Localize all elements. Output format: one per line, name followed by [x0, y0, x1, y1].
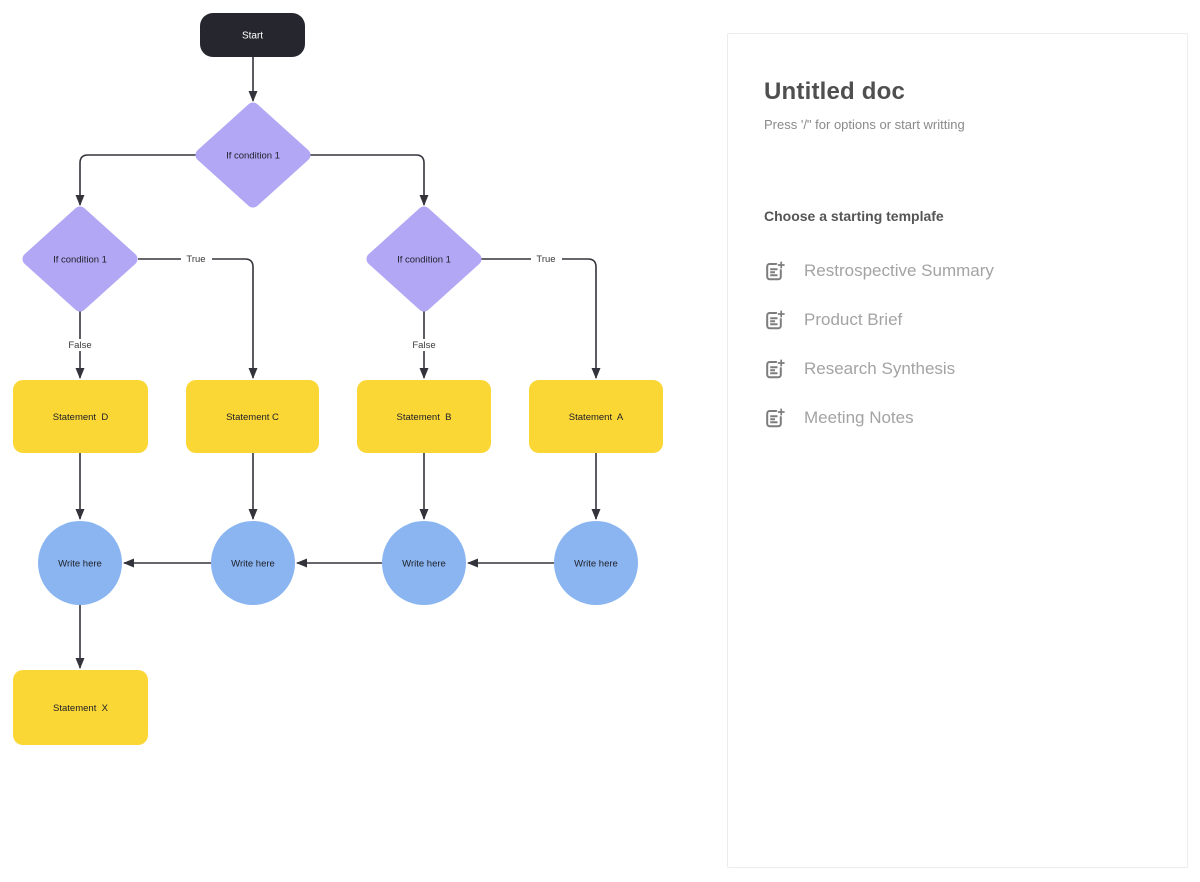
template-label: Restrospective Summary	[804, 261, 994, 280]
edge-label-false-left: False	[68, 340, 91, 351]
template-item-restrospective-summary[interactable]: Restrospective Summary	[764, 257, 1151, 285]
node-statement-b-label: Statement B	[397, 412, 452, 423]
node-decision-right[interactable]: If condition 1	[366, 206, 482, 312]
edge-label-bg	[63, 339, 97, 351]
template-item-product-brief[interactable]: Product Brief	[764, 306, 1151, 334]
template-item-meeting-notes[interactable]: Meeting Notes	[764, 404, 1151, 432]
template-item-research-synthesis[interactable]: Research Synthesis	[764, 355, 1151, 383]
edge-label-true-right: True	[536, 254, 555, 265]
node-write-4[interactable]: Write here	[554, 521, 638, 605]
node-statement-a-label: Statement A	[569, 412, 624, 423]
templates-heading: Choose a starting templafe	[764, 208, 944, 224]
edge-label-bg	[181, 253, 212, 265]
node-start[interactable]: Start	[200, 13, 305, 57]
note-add-icon	[764, 358, 786, 380]
template-label: Product Brief	[804, 310, 903, 329]
node-write-3-label: Write here	[402, 559, 446, 570]
edge-true-to-statement-a	[481, 258, 601, 379]
note-add-icon	[764, 260, 786, 282]
node-write-1-label: Write here	[58, 559, 102, 570]
node-decision-left[interactable]: If condition 1	[22, 206, 138, 312]
node-statement-d-label: Statement D	[53, 412, 109, 423]
node-write-3[interactable]: Write here	[382, 521, 466, 605]
edge-label-false-right: False	[412, 340, 435, 351]
node-decision-right-label: If condition 1	[397, 255, 451, 266]
doc-panel: Untitled doc Press '/" for options or st…	[727, 33, 1188, 868]
edge-decision-top-to-decision-right	[310, 154, 429, 206]
template-label: Research Synthesis	[804, 359, 956, 378]
node-write-4-label: Write here	[574, 559, 618, 570]
node-statement-d[interactable]: Statement D	[13, 380, 148, 453]
node-decision-left-label: If condition 1	[53, 255, 107, 266]
edge-label-bg	[531, 253, 562, 265]
doc-editor-placeholder[interactable]: Press '/" for options or start writting	[764, 117, 965, 132]
flowchart-canvas: True True False False Start If condition…	[13, 13, 663, 745]
doc-title[interactable]: Untitled doc	[764, 78, 906, 105]
node-write-2[interactable]: Write here	[211, 521, 295, 605]
edge-label-bg	[407, 339, 441, 351]
node-statement-x-label: Statement X	[53, 703, 109, 714]
edge-decision-top-to-decision-left	[75, 154, 196, 206]
node-statement-x[interactable]: Statement X	[13, 670, 148, 745]
node-statement-c-label: Statement C	[226, 412, 279, 423]
node-statement-c[interactable]: Statement C	[186, 380, 319, 453]
node-statement-b[interactable]: Statement B	[357, 380, 491, 453]
node-start-label: Start	[242, 31, 263, 42]
note-add-icon	[764, 309, 786, 331]
node-statement-a[interactable]: Statement A	[529, 380, 663, 453]
template-label: Meeting Notes	[804, 408, 914, 427]
node-write-1[interactable]: Write here	[38, 521, 122, 605]
node-decision-top-label: If condition 1	[226, 151, 280, 162]
template-list: Restrospective Summary Product Brief	[764, 257, 1151, 432]
node-write-2-label: Write here	[231, 559, 275, 570]
edge-label-true-left: True	[186, 254, 205, 265]
edge-true-to-statement-c	[138, 258, 258, 379]
node-decision-top[interactable]: If condition 1	[195, 102, 311, 208]
note-add-icon	[764, 407, 786, 429]
